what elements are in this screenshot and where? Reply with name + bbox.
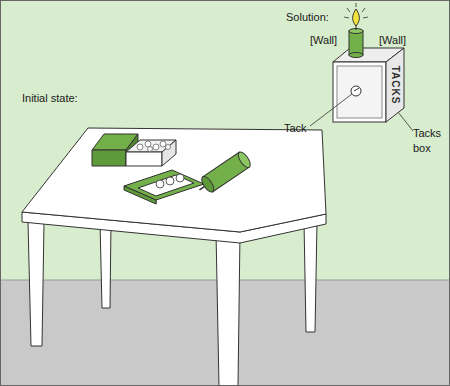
tacks-box <box>92 134 176 166</box>
wall-label: [Wall] <box>310 33 337 47</box>
box-tray-side <box>126 152 162 166</box>
table-leg <box>100 222 111 308</box>
box-print: TACKS <box>388 66 402 105</box>
tacks <box>137 141 171 152</box>
solution-candle <box>344 3 368 58</box>
matchbook <box>124 170 204 204</box>
leader-line <box>310 94 352 126</box>
box-lid-side <box>92 150 126 166</box>
flame-rays <box>344 3 368 18</box>
part-label: Tack <box>284 121 307 135</box>
table-leg <box>304 222 317 332</box>
part-label: Tacks box <box>413 126 450 156</box>
table-leg <box>216 232 240 386</box>
table-top <box>22 128 326 232</box>
table-leg <box>28 222 44 346</box>
wall-label: [Wall] <box>379 33 406 47</box>
table <box>22 128 326 386</box>
state-label: Solution: <box>286 10 329 24</box>
leader-line <box>398 112 413 131</box>
solution-box <box>333 48 404 122</box>
state-label: Initial state: <box>22 91 78 105</box>
wall <box>0 0 450 280</box>
candle <box>194 150 252 197</box>
